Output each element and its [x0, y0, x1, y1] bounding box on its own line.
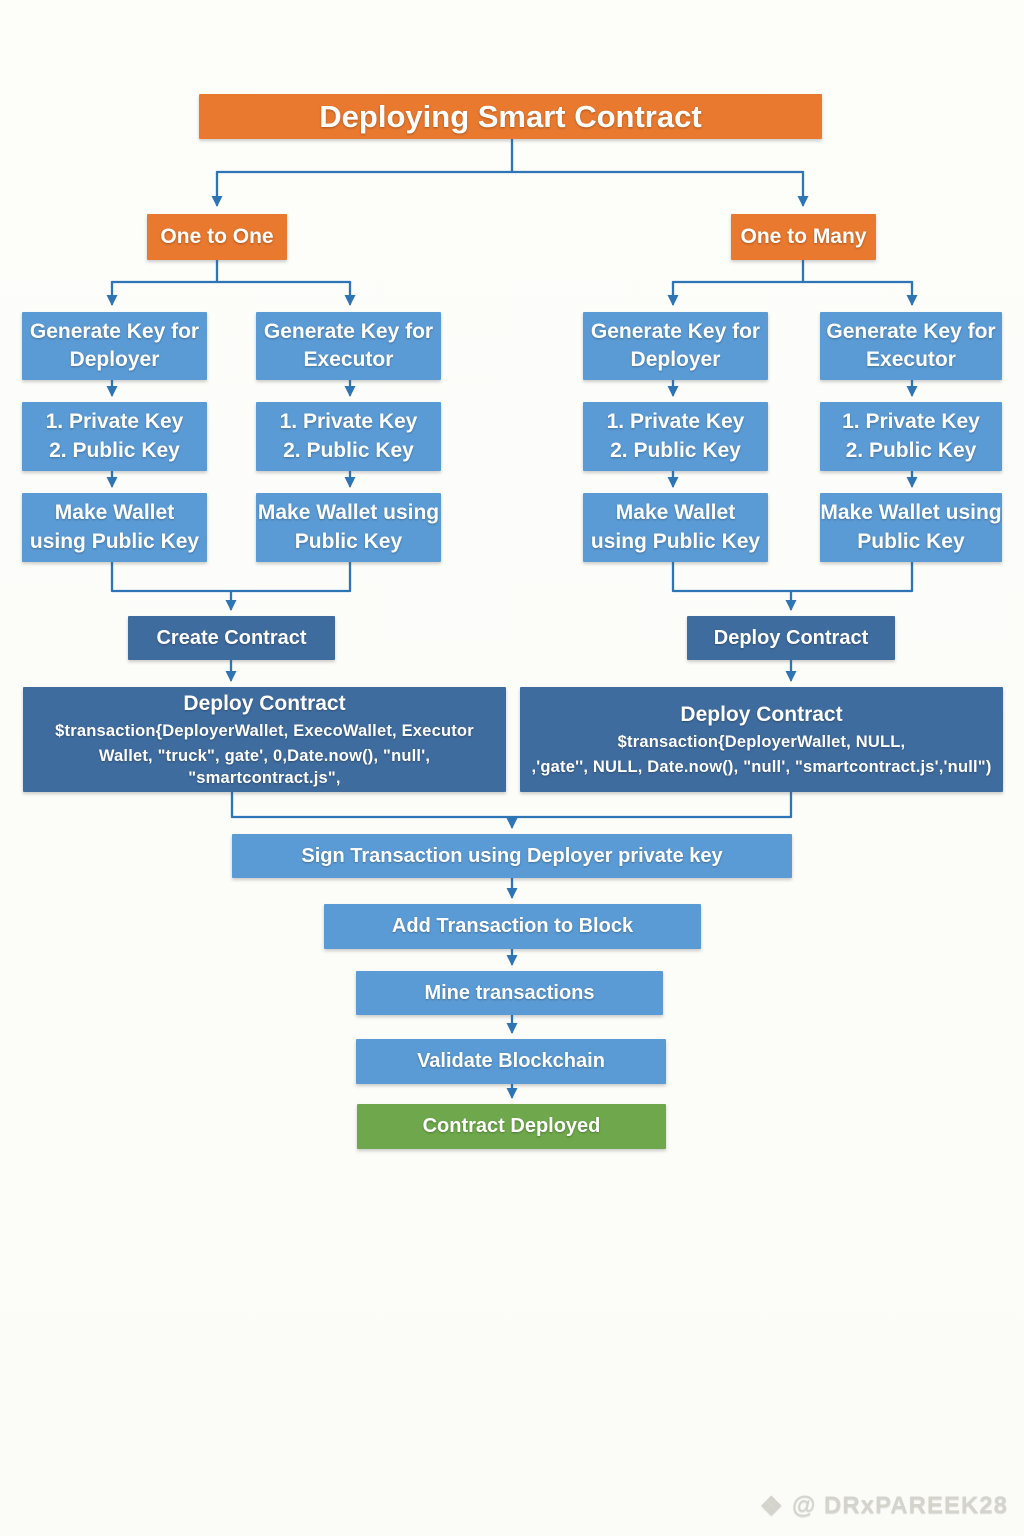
branch-one-to-many: One to Many: [731, 214, 876, 260]
branch-one-to-one: One to One: [147, 214, 287, 260]
generate-key-deployer-box-left: Generate Key for Deployer: [22, 312, 207, 380]
deploy-contract-detail-right: Deploy Contract $transaction{DeployerWal…: [520, 687, 1003, 792]
watermark: ❖ @ DRxPAREEK28: [760, 1492, 1008, 1520]
deploy-contract-title: Deploy Contract: [183, 691, 346, 715]
validate-blockchain-box: Validate Blockchain: [356, 1039, 666, 1084]
diamond-logo-icon: ❖: [759, 1491, 784, 1521]
deploy-contract-detail-left: Deploy Contract $transaction{DeployerWal…: [23, 687, 506, 792]
make-wallet-box: Make Wallet using Public Key: [583, 493, 768, 562]
keys-box: 1. Private Key 2. Public Key: [22, 402, 207, 471]
create-contract-box: Create Contract: [128, 616, 335, 660]
deploy-contract-box-small: Deploy Contract: [687, 616, 895, 660]
make-wallet-box: Make Wallet using Public Key: [22, 493, 207, 562]
keys-box: 1. Private Key 2. Public Key: [820, 402, 1002, 471]
transaction-code-line: ,'gate'', NULL, Date.now(), "null', "sma…: [531, 757, 992, 776]
contract-deployed-box: Contract Deployed: [357, 1104, 666, 1149]
transaction-code-line: $transaction{DeployerWallet, NULL,: [617, 733, 906, 752]
make-wallet-box: Make Wallet using Public Key: [820, 493, 1002, 562]
generate-key-deployer-box-right: Generate Key for Deployer: [583, 312, 768, 380]
make-wallet-box: Make Wallet using Public Key: [256, 493, 441, 562]
deploy-contract-title: Deploy Contract: [680, 703, 843, 727]
watermark-handle: @ DRxPAREEK28: [791, 1492, 1008, 1519]
mine-transactions-box: Mine transactions: [356, 971, 663, 1015]
transaction-code-line: Wallet, "truck", gate', 0,Date.now(), "n…: [98, 746, 431, 787]
title-banner: Deploying Smart Contract: [199, 94, 822, 139]
keys-box: 1. Private Key 2. Public Key: [583, 402, 768, 471]
generate-key-executor-box-left: Generate Key for Executor: [256, 312, 441, 380]
add-transaction-box: Add Transaction to Block: [324, 904, 701, 949]
transaction-code-line: $transaction{DeployerWallet, ExecoWallet…: [55, 722, 474, 741]
keys-box: 1. Private Key 2. Public Key: [256, 402, 441, 471]
generate-key-executor-box-right: Generate Key for Executor: [820, 312, 1002, 380]
sign-transaction-box: Sign Transaction using Deployer private …: [232, 834, 792, 878]
